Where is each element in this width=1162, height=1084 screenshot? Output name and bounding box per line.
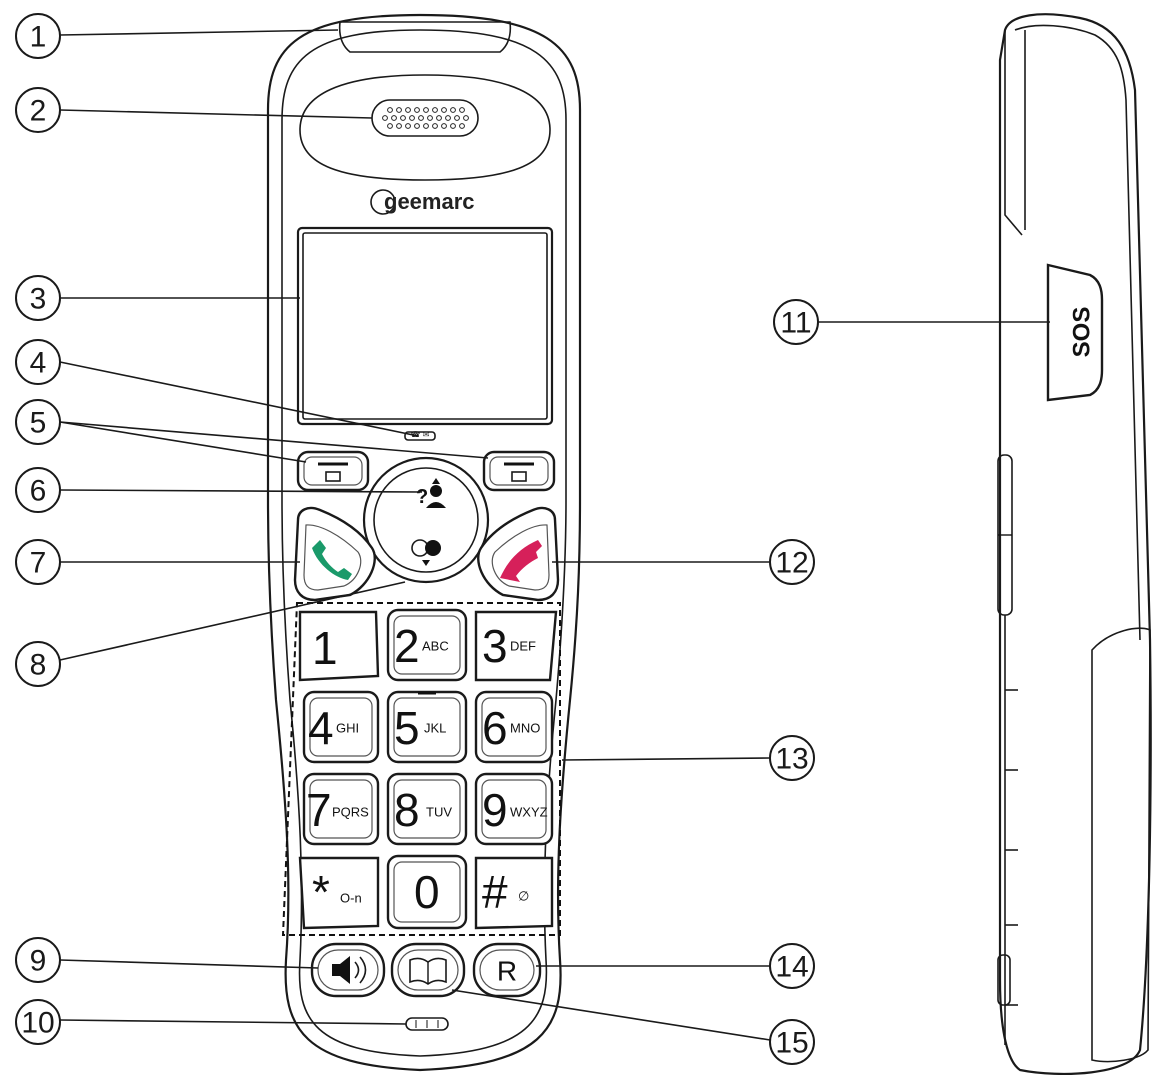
svg-text:7: 7 <box>30 547 47 580</box>
microphone <box>405 1017 449 1031</box>
svg-text:TUV: TUV <box>426 805 452 820</box>
earpiece-hood <box>338 21 512 53</box>
svg-text:2: 2 <box>30 95 47 128</box>
left-soft-key[interactable] <box>296 450 370 492</box>
svg-text:13: 13 <box>775 743 808 776</box>
callout-9: 9 <box>15 937 61 983</box>
recall-key[interactable]: R <box>472 942 542 998</box>
display-screen <box>296 226 554 426</box>
svg-text:10: 10 <box>21 1007 54 1040</box>
callout-12: 12 <box>769 539 815 585</box>
callout-2: 2 <box>15 87 61 133</box>
svg-text:DEF: DEF <box>510 639 536 654</box>
brand-text: geemarc <box>384 189 475 214</box>
key-4[interactable]: 4 GHI <box>302 690 380 764</box>
svg-text:6: 6 <box>482 702 508 754</box>
callout-4: 4 <box>15 339 61 385</box>
svg-text:5: 5 <box>30 407 47 440</box>
keypad: 1 2 ABC 3 DEF 4 GHI <box>298 608 558 930</box>
key-6[interactable]: 6 MNO <box>474 690 554 764</box>
callout-8: 8 <box>15 641 61 687</box>
svg-text:2: 2 <box>394 620 420 672</box>
key-1[interactable]: 1 <box>298 610 380 682</box>
svg-text:1: 1 <box>30 21 47 54</box>
callout-13: 13 <box>769 735 815 781</box>
speaker-icon <box>332 956 367 984</box>
phonebook-key[interactable] <box>390 942 466 998</box>
svg-text:3: 3 <box>482 620 508 672</box>
svg-text:0: 0 <box>414 866 440 918</box>
callout-10: 10 <box>15 999 61 1045</box>
callout-11: 11 <box>773 299 819 345</box>
phonebook-icon <box>409 957 447 985</box>
svg-text:15: 15 <box>775 1027 808 1060</box>
callout-1: 1 <box>15 13 61 59</box>
callout-15: 15 <box>769 1019 815 1065</box>
earpiece-grille <box>371 99 479 137</box>
talk-key[interactable] <box>293 506 376 602</box>
callout-numbers: 1 2 3 4 5 6 7 8 9 10 11 12 13 14 15 <box>15 13 819 1065</box>
call-icon <box>312 540 352 580</box>
svg-text:4: 4 <box>30 347 47 380</box>
svg-text:GHI: GHI <box>336 721 359 736</box>
svg-text:5: 5 <box>394 702 420 754</box>
svg-text:7: 7 <box>306 784 332 836</box>
key-star[interactable]: * O-n <box>298 856 380 930</box>
end-call-icon <box>500 540 542 582</box>
callout-3: 3 <box>15 275 61 321</box>
svg-text:WXYZ: WXYZ <box>510 805 548 820</box>
right-soft-key[interactable] <box>482 450 556 492</box>
key-9[interactable]: 9 WXYZ <box>474 772 554 846</box>
handset-front: geemarc ☎ ✉ ? <box>266 13 582 1072</box>
speaker-key[interactable] <box>310 942 386 998</box>
svg-text:12: 12 <box>775 547 808 580</box>
callout-5: 5 <box>15 399 61 445</box>
svg-text:*: * <box>312 866 330 918</box>
end-key[interactable] <box>477 506 560 602</box>
svg-text:O-n: O-n <box>340 891 362 906</box>
svg-text:6: 6 <box>30 475 47 508</box>
svg-text:1: 1 <box>312 622 338 674</box>
svg-text:8: 8 <box>394 784 420 836</box>
svg-text:JKL: JKL <box>424 721 446 736</box>
key-2[interactable]: 2 ABC <box>386 608 468 682</box>
navigation-key[interactable]: ? <box>362 456 490 584</box>
sos-button[interactable]: SOS <box>1046 263 1104 402</box>
callout-7: 7 <box>15 539 61 585</box>
svg-text:SOS: SOS <box>1069 307 1096 358</box>
svg-text:9: 9 <box>30 945 47 978</box>
svg-text:#: # <box>482 866 508 918</box>
leader-lines <box>59 29 1050 1041</box>
svg-text:3: 3 <box>30 283 47 316</box>
callout-14: 14 <box>769 943 815 989</box>
svg-text:MNO: MNO <box>510 721 540 736</box>
callout-6: 6 <box>15 467 61 513</box>
key-5[interactable]: 5 JKL <box>386 690 468 764</box>
svg-text:9: 9 <box>482 784 508 836</box>
key-3[interactable]: 3 DEF <box>474 610 558 682</box>
key-0[interactable]: 0 <box>386 854 468 930</box>
svg-text:?: ? <box>416 486 428 508</box>
brand-logo: geemarc <box>370 189 475 215</box>
svg-text:∅: ∅ <box>518 889 529 904</box>
svg-text:8: 8 <box>30 649 47 682</box>
key-8[interactable]: 8 TUV <box>386 772 468 846</box>
svg-text:☎ ✉: ☎ ✉ <box>411 430 430 439</box>
svg-text:14: 14 <box>775 951 808 984</box>
svg-text:ABC: ABC <box>422 639 449 654</box>
handset-side: SOS <box>997 13 1152 1076</box>
svg-text:4: 4 <box>308 702 334 754</box>
svg-text:11: 11 <box>780 307 811 340</box>
key-7[interactable]: 7 PQRS <box>302 772 380 846</box>
svg-text:R: R <box>497 956 517 987</box>
key-hash[interactable]: # ∅ <box>474 856 554 930</box>
indicator-light: ☎ ✉ <box>404 430 436 441</box>
svg-text:PQRS: PQRS <box>332 805 369 820</box>
